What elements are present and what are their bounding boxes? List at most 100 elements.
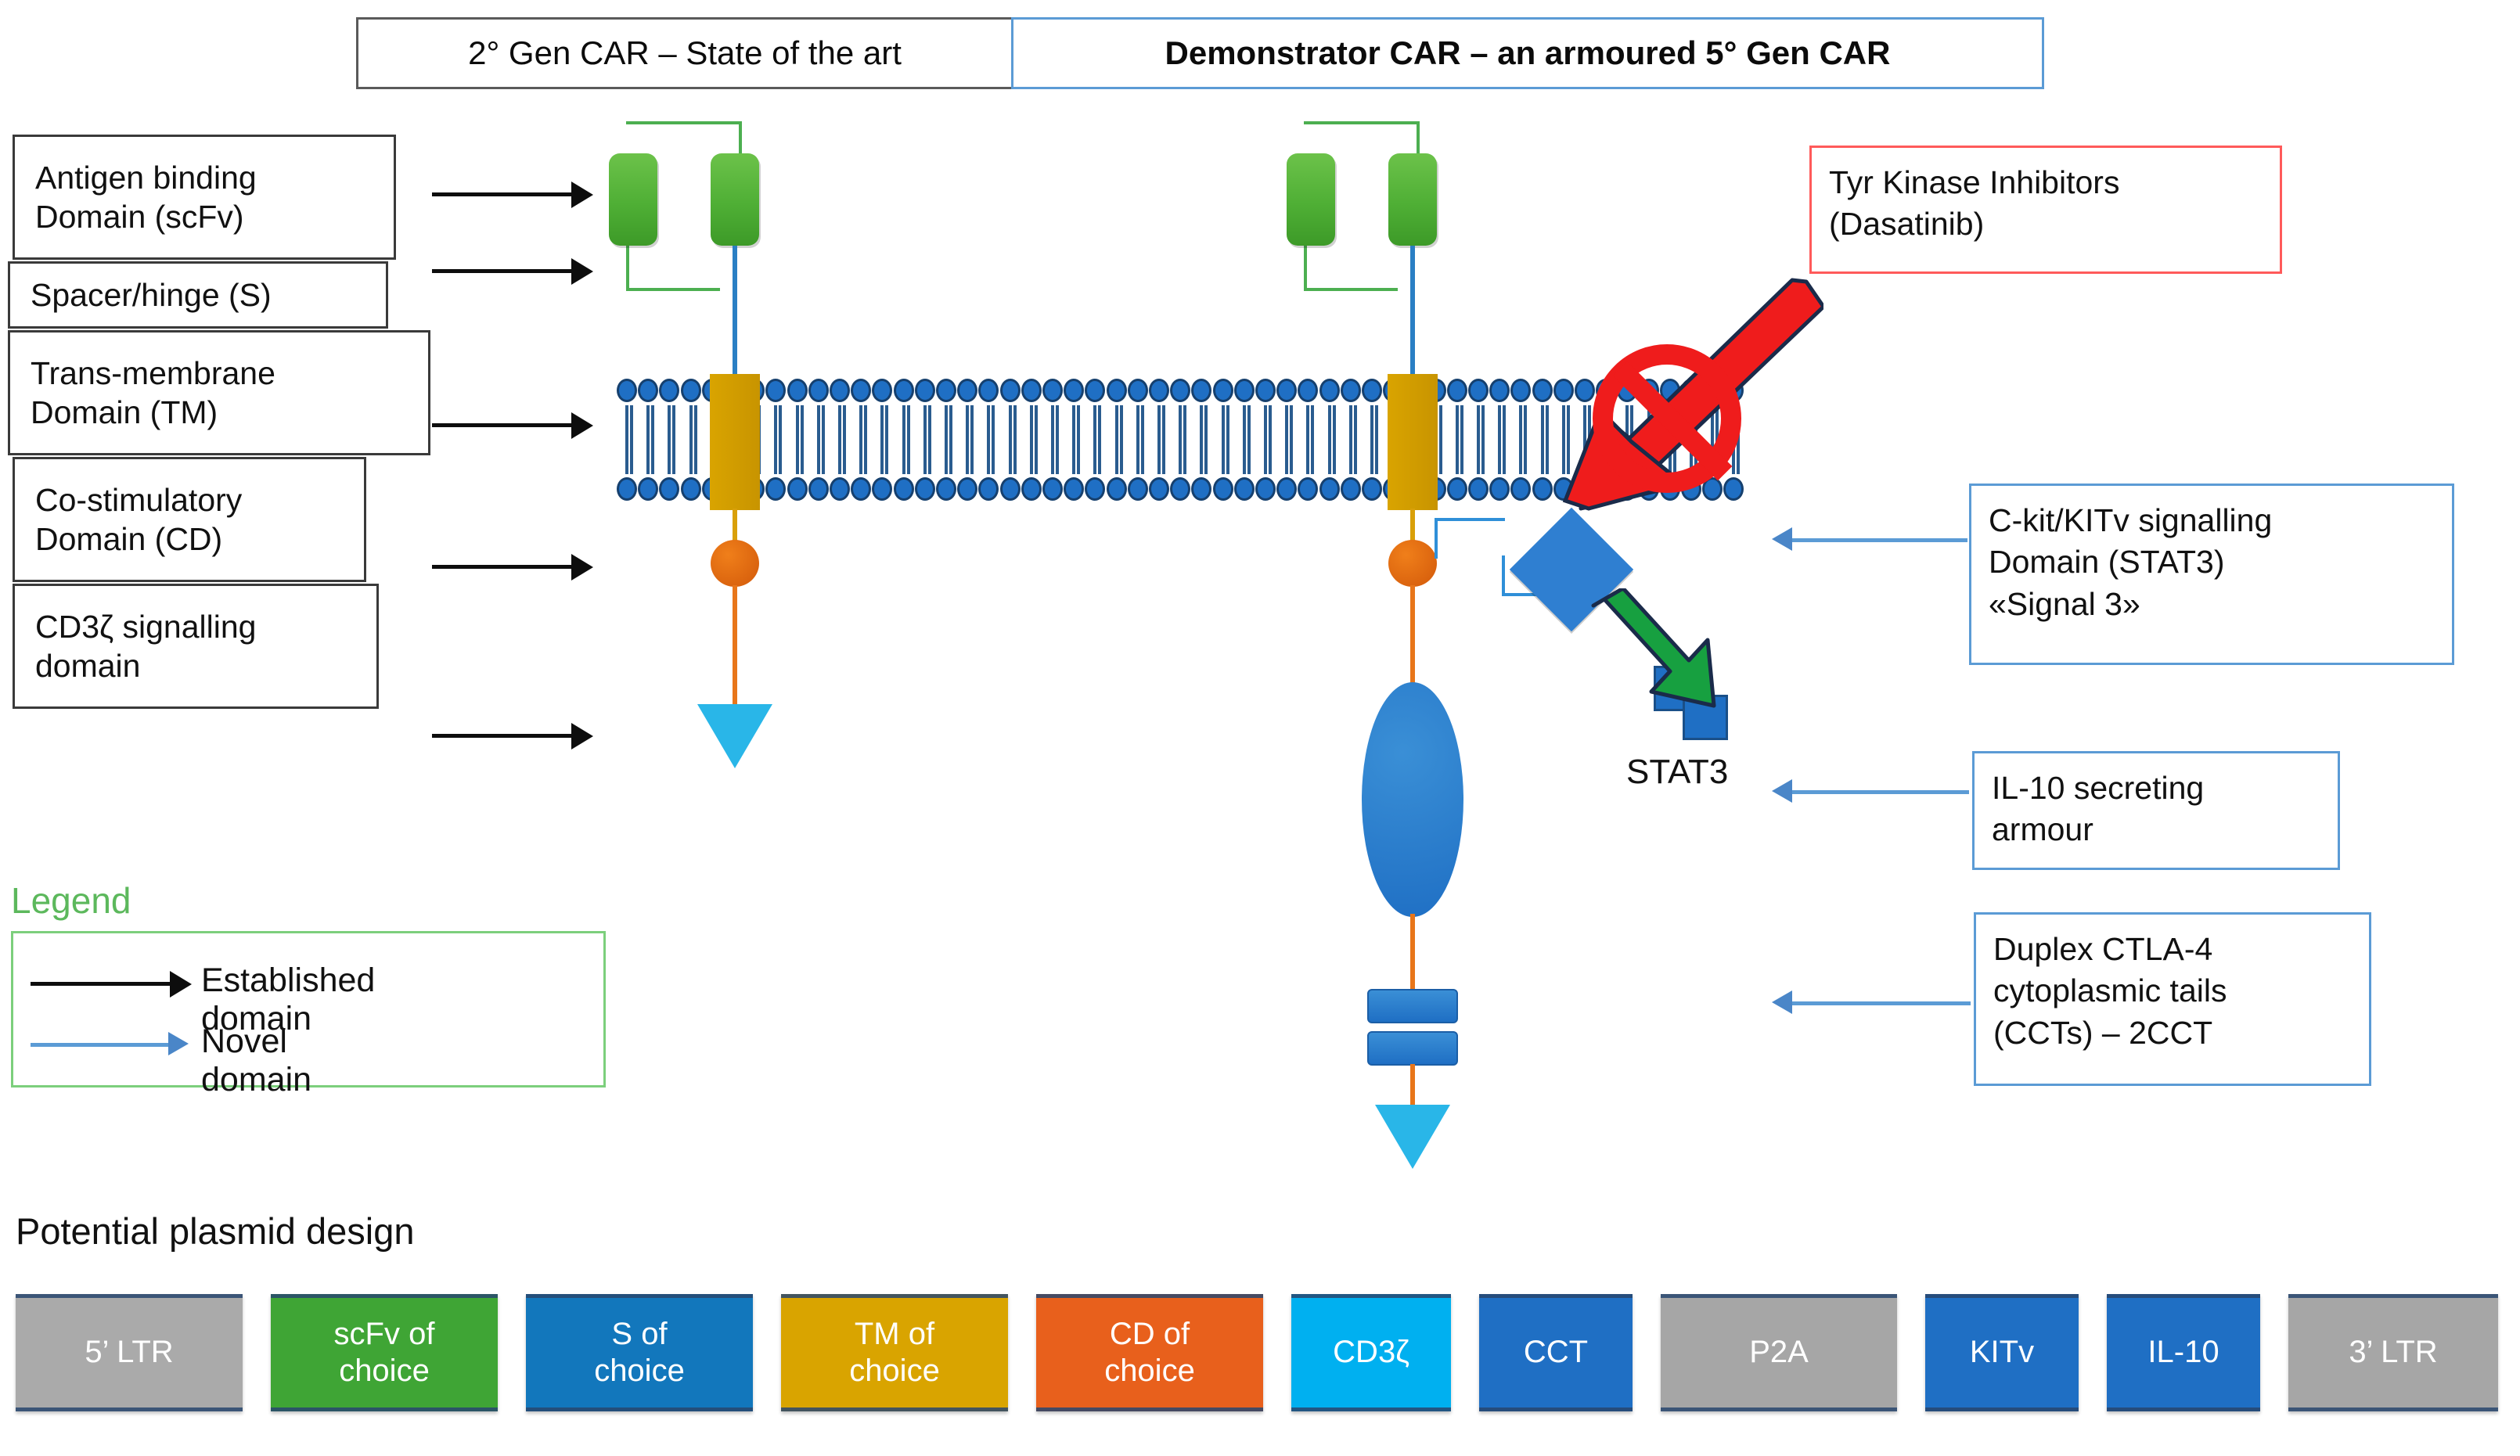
lipid-tail xyxy=(1072,405,1076,474)
note-line-1: C-kit/KITv signalling xyxy=(1989,502,2273,538)
lipid-head xyxy=(978,379,999,402)
lipid-tail xyxy=(1370,405,1373,474)
lipid-tail xyxy=(1477,405,1480,474)
plasmid-gene-4[interactable]: CD of choice xyxy=(1036,1294,1263,1411)
lipid-head xyxy=(1468,379,1489,402)
lipid-tail xyxy=(1029,405,1033,474)
plasmid-gene-label: 3’ LTR xyxy=(2349,1335,2438,1370)
lipid-tail xyxy=(1034,405,1038,474)
lipid-head xyxy=(1362,379,1382,402)
kitv-linker-seg1 xyxy=(1435,518,1505,559)
lipid-head xyxy=(638,379,659,402)
lipid-tail xyxy=(1140,405,1144,474)
tm-domain-left xyxy=(710,374,760,510)
lipid-head xyxy=(1212,379,1233,402)
legend-arrowhead-novel xyxy=(168,1032,189,1055)
lipid-tail xyxy=(1540,405,1544,474)
lipid-head xyxy=(1149,477,1169,501)
lipid-head xyxy=(1170,379,1191,402)
lipid-head xyxy=(680,379,701,402)
lipid-head xyxy=(1702,477,1723,501)
cd3zeta-terminal-right xyxy=(1375,1105,1450,1169)
lipid-tail xyxy=(838,405,841,474)
plasmid-gene-2[interactable]: S of choice xyxy=(526,1294,753,1411)
lipid-tail xyxy=(630,405,633,474)
car-generation-tabs: 2° Gen CAR – State of the art Demonstrat… xyxy=(356,17,2047,89)
lipid-tail xyxy=(1519,405,1523,474)
note-line-2: cytoplasmic tails xyxy=(1993,972,2227,1009)
plasmid-gene-7[interactable]: P2A xyxy=(1661,1294,1897,1411)
lipid-tail xyxy=(1183,405,1187,474)
stat3-label: STAT3 xyxy=(1626,753,1729,791)
plasmid-gene-3[interactable]: TM of choice xyxy=(781,1294,1008,1411)
plasmid-gene-8[interactable]: KITv xyxy=(1925,1294,2079,1411)
legend-box: Established domain Novel domain xyxy=(11,931,606,1098)
lipid-tail xyxy=(625,405,628,474)
lipid-head xyxy=(1575,379,1595,402)
lipid-head xyxy=(1276,477,1298,501)
plasmid-gene-10[interactable]: 3’ LTR xyxy=(2288,1294,2498,1411)
cct-stalk-right xyxy=(1410,914,1415,1000)
lipid-head xyxy=(638,477,659,501)
lipid-tail xyxy=(1327,405,1331,474)
note-line-1: Tyr Kinase Inhibitors xyxy=(1829,164,2120,200)
lipid-head xyxy=(1106,477,1127,501)
plasmid-gene-label: KITv xyxy=(1969,1335,2035,1370)
lipid-head xyxy=(957,379,978,402)
lipid-head xyxy=(914,477,935,501)
plasmid-gene-6[interactable]: CCT xyxy=(1479,1294,1633,1411)
lipid-tail xyxy=(1583,405,1586,474)
lipid-head xyxy=(1319,379,1340,402)
spacer-right xyxy=(1410,246,1415,386)
plasmid-gene-9[interactable]: IL-10 xyxy=(2107,1294,2260,1411)
lipid-head xyxy=(1191,379,1212,402)
lipid-bilayer-membrane xyxy=(617,376,1745,507)
lipid-tail xyxy=(1264,405,1267,474)
legend-title: Legend xyxy=(11,880,131,921)
lipid-head xyxy=(617,379,637,402)
tab-2nd-gen-car[interactable]: 2° Gen CAR – State of the art xyxy=(356,17,1013,89)
plasmid-gene-5[interactable]: CD3ζ xyxy=(1291,1294,1451,1411)
tab-demonstrator-car[interactable]: Demonstrator CAR – an armoured 5° Gen CA… xyxy=(1011,17,2044,89)
plasmid-gene-label: CD3ζ xyxy=(1333,1335,1409,1370)
plasmid-gene-1[interactable]: scFv of choice xyxy=(271,1294,498,1411)
label-cd3zeta-signalling-domain: CD3ζ signalling domain xyxy=(13,584,379,709)
tm-domain-right xyxy=(1388,374,1438,510)
label-line-2: domain xyxy=(35,648,141,684)
lipid-head xyxy=(1510,477,1532,501)
lipid-head xyxy=(872,477,893,501)
lipid-tail xyxy=(672,405,676,474)
label-line-1: Co-stimulatory xyxy=(35,481,243,518)
lipid-head xyxy=(999,477,1021,501)
label-line-2: Domain (TM) xyxy=(31,394,218,430)
lipid-tail xyxy=(795,405,799,474)
lipid-tail xyxy=(906,405,910,474)
lipid-tail xyxy=(651,405,655,474)
lipid-head xyxy=(1510,379,1532,402)
stat3-activation-arrow xyxy=(1589,588,1730,721)
lipid-head xyxy=(1127,379,1148,402)
lipid-tail xyxy=(1247,405,1251,474)
lipid-head xyxy=(1042,379,1063,402)
lipid-head xyxy=(1042,477,1063,501)
lipid-head xyxy=(1340,379,1361,402)
plasmid-gene-label: scFv of choice xyxy=(333,1316,435,1388)
lipid-head xyxy=(936,379,956,402)
lipid-tail xyxy=(1737,405,1741,474)
lipid-head xyxy=(957,477,978,501)
lipid-head xyxy=(1255,379,1276,402)
lipid-head xyxy=(1489,379,1510,402)
lipid-tail xyxy=(885,405,889,474)
terminal-stalk-right xyxy=(1410,1064,1415,1111)
lipid-tail xyxy=(949,405,952,474)
scfv-vl-right xyxy=(1388,153,1437,246)
lipid-tail xyxy=(1200,405,1204,474)
plasmid-gene-0[interactable]: 5’ LTR xyxy=(16,1294,243,1411)
spacer-left xyxy=(733,246,737,386)
plasmid-gene-label: S of choice xyxy=(594,1316,685,1388)
label-costimulatory-domain: Co-stimulatory Domain (CD) xyxy=(13,457,366,582)
lipid-tail xyxy=(927,405,931,474)
lipid-head xyxy=(1149,379,1169,402)
lipid-tail xyxy=(1353,405,1357,474)
lipid-head xyxy=(617,477,637,501)
